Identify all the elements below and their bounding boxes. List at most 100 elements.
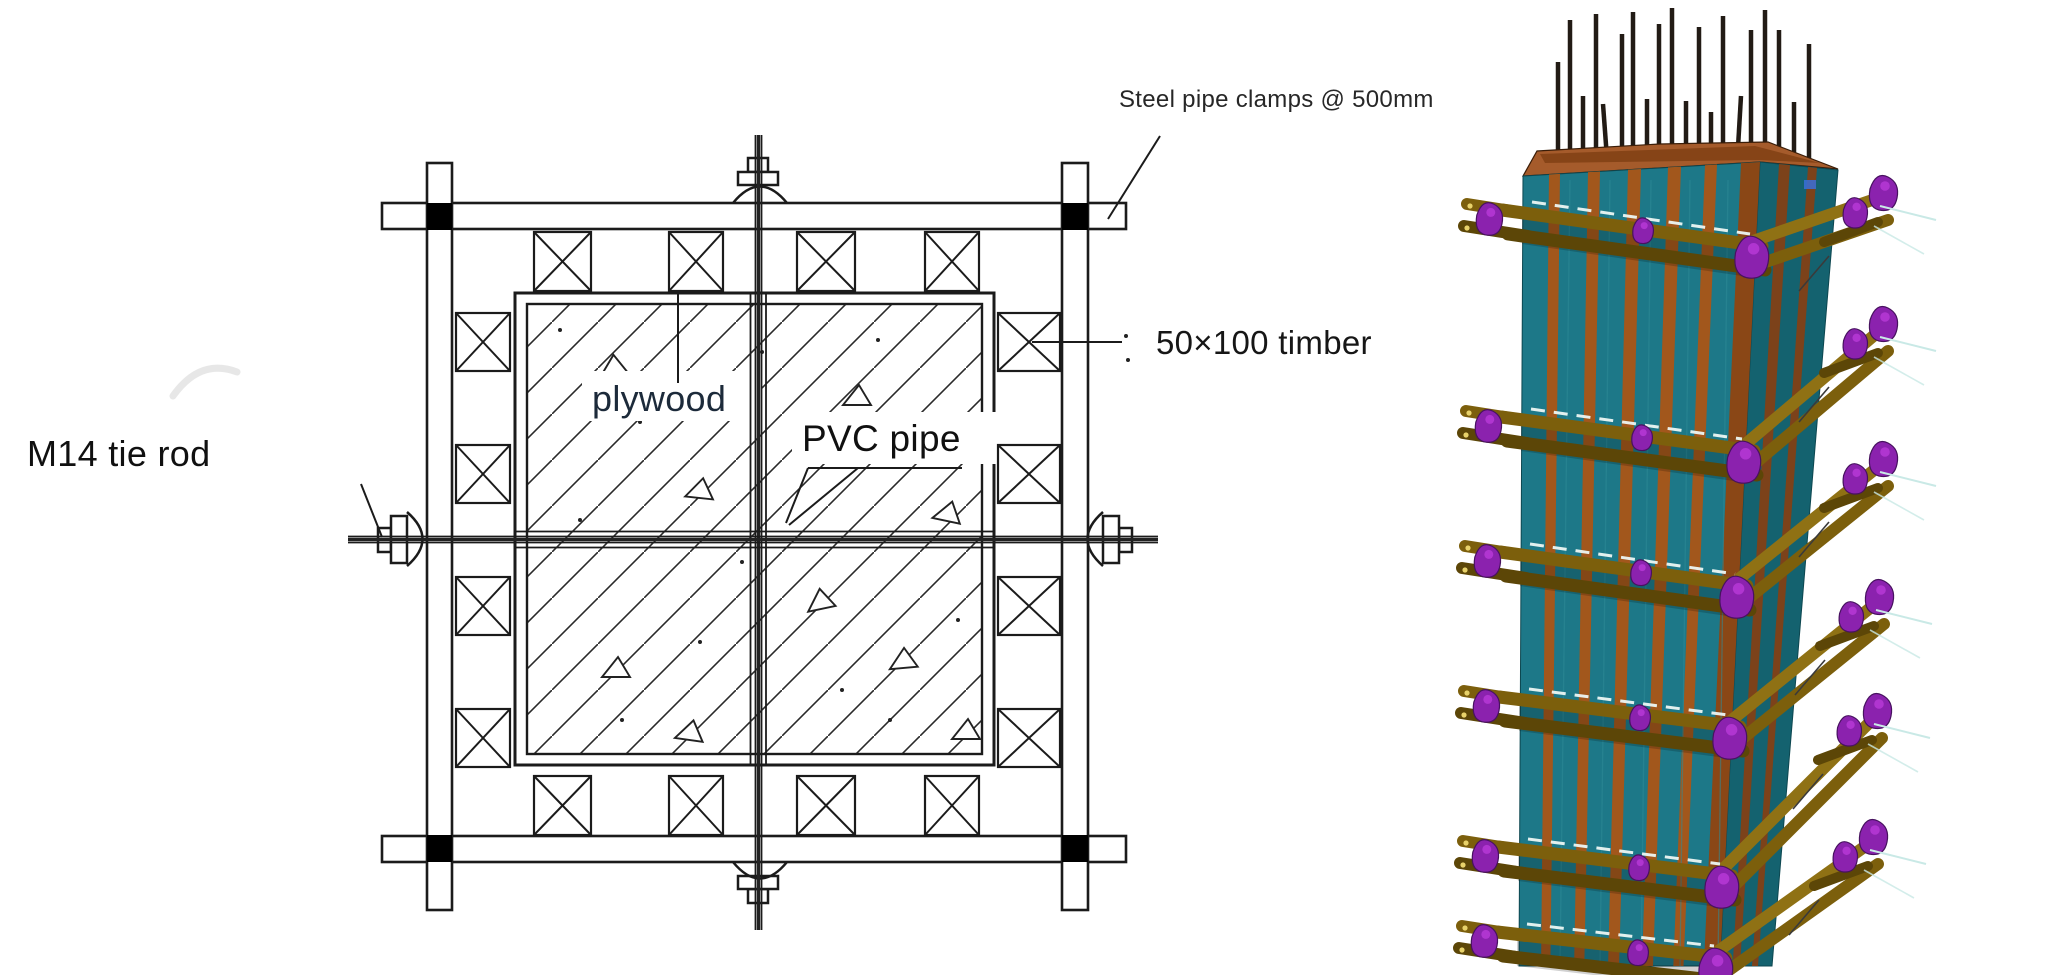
clamp-corner-block xyxy=(1062,835,1088,862)
aggregate-dot xyxy=(578,518,582,522)
coupler-highlight xyxy=(1638,564,1646,572)
wire xyxy=(1873,356,1925,386)
aggregate-triangle xyxy=(950,717,982,740)
coupler-highlight xyxy=(1852,468,1861,477)
plan-view xyxy=(169,135,1161,930)
aggregate-triangle xyxy=(600,655,632,678)
wire-tick xyxy=(1798,255,1830,292)
wire xyxy=(1879,205,1937,221)
pipe-clamp-front xyxy=(1499,569,1757,617)
coupler-highlight xyxy=(1880,181,1890,191)
annotation-plywood: plywood xyxy=(592,378,727,419)
coupler-highlight xyxy=(1846,720,1855,729)
top-rim-shadow xyxy=(1540,146,1820,163)
highlight-dash xyxy=(1531,200,1751,236)
timber-blocking-x xyxy=(997,708,1061,768)
coupler-highlight xyxy=(1732,583,1745,595)
coupler-highlight xyxy=(1636,859,1644,867)
pipe-clamp-side xyxy=(1819,217,1883,247)
pipe-clamp-front xyxy=(1490,925,1733,965)
pipe-clamp-front xyxy=(1496,949,1726,975)
wire-tick xyxy=(1788,899,1820,936)
pipe-end-glint xyxy=(1467,203,1473,209)
pipe-end-glint xyxy=(1462,567,1468,573)
timber-blocking-x xyxy=(924,231,980,292)
pipe-coupler xyxy=(1864,578,1895,616)
pipe-clamp-side xyxy=(1815,621,1879,651)
pipe-clamp-front xyxy=(1501,227,1772,277)
pipe-end-glint xyxy=(1464,225,1470,231)
pipe-coupler xyxy=(1838,601,1865,633)
pipe-coupler xyxy=(1832,841,1859,873)
pipe-clamp-front xyxy=(1498,714,1750,758)
highlight-dash xyxy=(1527,837,1721,866)
aggregate-triangle xyxy=(672,718,705,744)
timber-blocking-x xyxy=(796,775,856,836)
pipe-coupler xyxy=(1719,575,1755,619)
aggregate-triangle xyxy=(887,646,920,671)
pipe-coupler xyxy=(1627,939,1650,967)
stud-strip xyxy=(1541,173,1560,967)
coupler-highlight xyxy=(1739,448,1752,460)
pipe-coupler xyxy=(1858,818,1889,856)
highlight-dash xyxy=(1529,542,1736,576)
pipe-clamp-side xyxy=(1733,480,1894,612)
timber-blocking-x xyxy=(997,444,1061,504)
timber-blocking-x xyxy=(796,231,856,292)
pipe-coupler xyxy=(1726,440,1762,484)
pipe-end-glint xyxy=(1466,410,1472,416)
wire xyxy=(1869,629,1921,659)
wire xyxy=(1863,869,1915,899)
coupler-highlight xyxy=(1484,549,1494,559)
pipe-coupler xyxy=(1474,409,1503,443)
coupler-highlight xyxy=(1482,844,1492,854)
highlight-dash xyxy=(1528,687,1729,717)
wire xyxy=(1873,491,1925,521)
aggregate-triangle xyxy=(930,500,962,525)
coupler-highlight xyxy=(1880,447,1890,457)
timber-blocking-x xyxy=(924,775,980,836)
coupler-highlight xyxy=(1711,955,1724,967)
highlight-dash xyxy=(1530,407,1743,441)
aggregate-triangle xyxy=(683,476,715,501)
wire xyxy=(1879,336,1937,352)
pipe-coupler xyxy=(1734,235,1770,279)
pipe-coupler xyxy=(1842,197,1869,229)
wire-tick xyxy=(1792,773,1824,810)
coupler-highlight xyxy=(1870,825,1880,835)
timber-blocking-x xyxy=(533,231,592,292)
coupler-highlight xyxy=(1874,699,1884,709)
annotation-pvc-pipe: PVC pipe xyxy=(802,418,961,459)
coupler-highlight xyxy=(1637,709,1645,717)
aggregate-triangle xyxy=(806,587,838,614)
coupler-highlight xyxy=(1481,929,1491,939)
coupler-highlight xyxy=(1639,429,1647,437)
annotation-timber: 50×100 timber xyxy=(1156,324,1372,361)
wire xyxy=(1867,743,1919,773)
pipe-coupler xyxy=(1868,305,1899,343)
coupler-highlight xyxy=(1848,606,1857,615)
coupler-highlight xyxy=(1635,944,1643,952)
stud-strip xyxy=(1703,162,1760,966)
render-3d xyxy=(1453,8,1937,975)
pipe-coupler xyxy=(1470,924,1499,958)
pipe-clamp-side xyxy=(1740,345,1894,477)
panel-seam xyxy=(1559,179,1571,967)
leader-m14 xyxy=(360,483,383,538)
pipe-coupler xyxy=(1629,704,1652,732)
pipe-coupler xyxy=(1836,715,1863,747)
leader-pvc xyxy=(788,467,859,526)
pipe-clamp-front xyxy=(1495,203,1769,253)
highlight-dash xyxy=(1526,922,1715,948)
coupler-highlight xyxy=(1717,873,1730,885)
pipe-clamp-front xyxy=(1500,434,1764,482)
wire-tick xyxy=(1798,386,1830,423)
label-mask xyxy=(792,412,997,464)
coupler-highlight xyxy=(1640,222,1648,230)
pipe-coupler xyxy=(1712,716,1748,760)
aggregate-triangle xyxy=(841,383,873,406)
smudge xyxy=(169,364,241,400)
pipe-clamp-front xyxy=(1492,690,1747,734)
aggregate-dot xyxy=(740,560,744,564)
